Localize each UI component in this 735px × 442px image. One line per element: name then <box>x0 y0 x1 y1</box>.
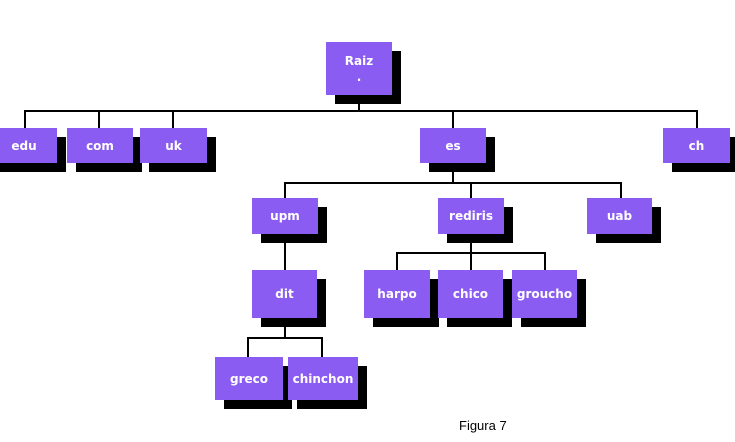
node-upm: upm <box>252 198 318 234</box>
connector-drop-upm <box>284 182 286 198</box>
node-uk-label: uk <box>165 138 182 153</box>
node-groucho-label: groucho <box>516 287 573 301</box>
node-chico-label: chico <box>452 287 489 301</box>
connector-raiz-stub <box>358 95 360 111</box>
connector-drop-groucho <box>544 252 546 270</box>
connector-drop-harpo <box>396 252 398 270</box>
connector-drop-rediris <box>470 182 472 198</box>
connector-drop-ch <box>696 110 698 128</box>
node-harpo-label: harpo <box>377 287 417 301</box>
node-com-label: com <box>86 138 114 153</box>
node-chinchon-label: chinchon <box>292 371 354 386</box>
connector-drop-chinchon <box>321 337 323 357</box>
node-groucho: groucho <box>512 270 577 318</box>
node-edu: edu <box>0 128 57 163</box>
node-raiz-dot: . <box>356 69 362 84</box>
node-upm-label: upm <box>270 209 300 223</box>
node-uk: uk <box>140 128 207 163</box>
connector-es-stub <box>452 163 454 183</box>
node-raiz: Raiz . <box>326 42 392 95</box>
connector-drop-com <box>98 110 100 128</box>
node-dit: dit <box>252 270 317 318</box>
node-ch: ch <box>663 128 730 163</box>
node-edu-label: edu <box>11 138 37 153</box>
node-es: es <box>420 128 486 163</box>
node-com: com <box>67 128 133 163</box>
connector-level2-rail <box>284 182 622 184</box>
node-ch-label: ch <box>688 138 705 153</box>
connector-level4-rail <box>247 337 323 339</box>
node-harpo: harpo <box>364 270 430 318</box>
connector-drop-greco <box>247 337 249 357</box>
connector-drop-es <box>452 110 454 128</box>
connector-drop-chico <box>470 252 472 270</box>
node-rediris: rediris <box>438 198 504 234</box>
connector-drop-uk <box>172 110 174 128</box>
node-raiz-label: Raiz <box>344 53 374 68</box>
node-dit-label: dit <box>275 287 294 301</box>
node-greco: greco <box>215 357 283 400</box>
node-uab: uab <box>587 198 652 234</box>
node-chinchon: chinchon <box>288 357 358 400</box>
connector-upm-dit <box>284 234 286 270</box>
connector-rediris-stub <box>470 234 472 253</box>
node-uab-label: uab <box>606 209 633 223</box>
connector-dit-stub <box>284 318 286 338</box>
node-rediris-label: rediris <box>449 209 493 223</box>
connector-drop-edu <box>24 110 26 128</box>
node-chico: chico <box>438 270 503 318</box>
figure-caption: Figura 7 <box>459 418 507 433</box>
node-es-label: es <box>445 138 461 153</box>
node-greco-label: greco <box>229 371 268 386</box>
connector-level1-rail <box>24 110 698 112</box>
connector-drop-uab <box>620 182 622 198</box>
